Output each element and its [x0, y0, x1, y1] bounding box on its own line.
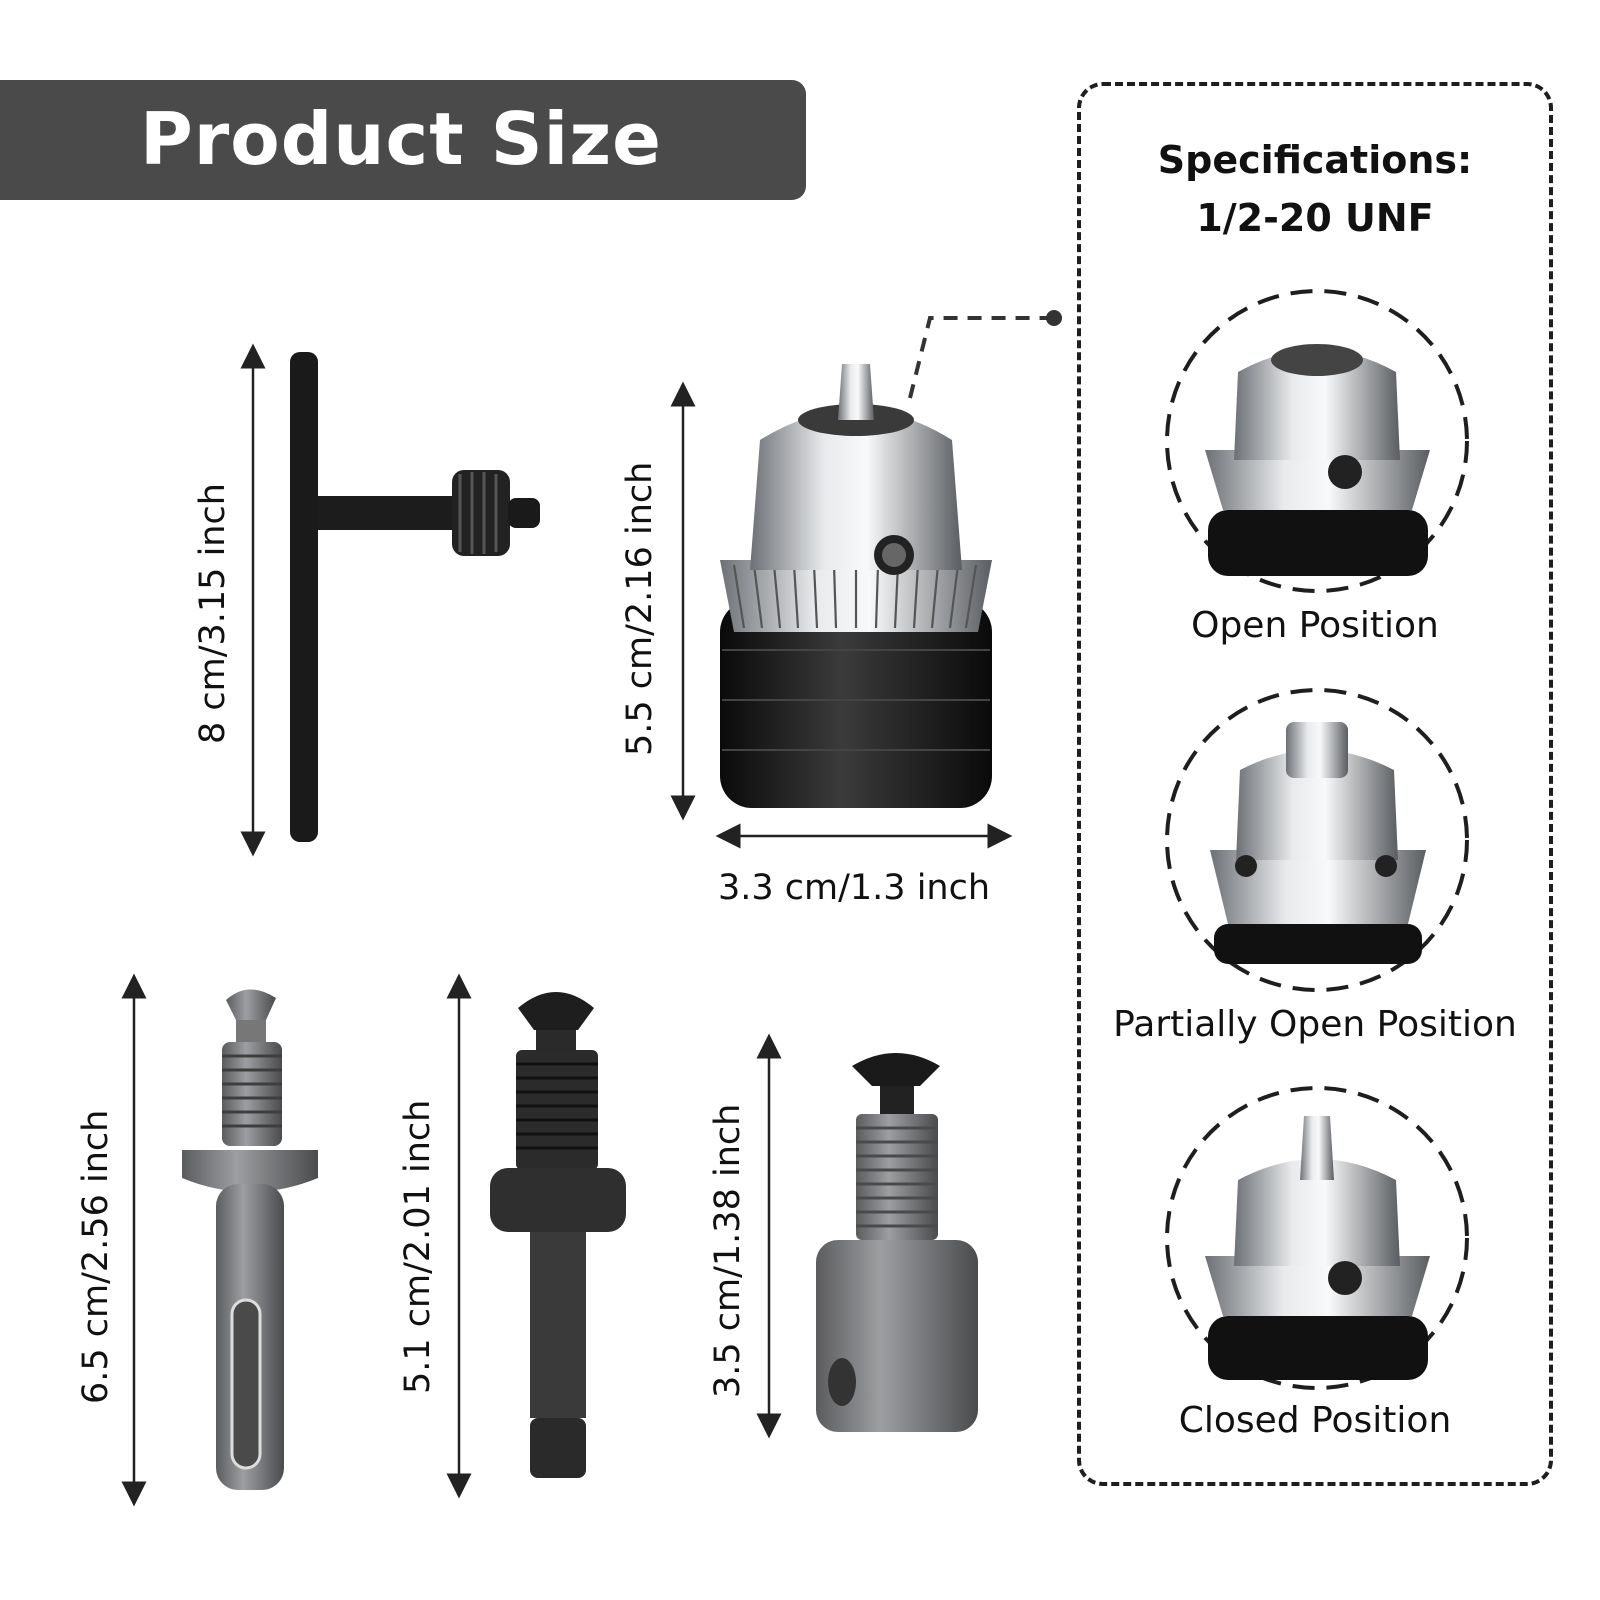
- partially-open-position-image: [1165, 688, 1469, 992]
- callout-connector: [908, 316, 1054, 399]
- open-position-image: [1165, 289, 1469, 593]
- socket-adapter-image: [816, 1053, 978, 1432]
- callout-dot: [1046, 310, 1062, 326]
- sds-adapter-height-label: 6.5 cm/2.56 inch: [76, 1109, 116, 1404]
- closed-position-label: Closed Position: [1178, 1400, 1452, 1441]
- specifications-heading: Specifications:: [1157, 138, 1473, 182]
- chuck-height-label: 5.5 cm/2.16 inch: [620, 461, 660, 756]
- page-title: Product Size: [140, 97, 662, 181]
- socket-adapter-height-label: 3.5 cm/1.38 inch: [708, 1103, 748, 1398]
- specifications-value: 1/2-20 UNF: [1196, 196, 1434, 240]
- specifications-panel: [1077, 82, 1553, 1486]
- chuck-key-image: [290, 352, 540, 842]
- chuck-width-label: 3.3 cm/1.3 inch: [718, 868, 991, 908]
- chuck-key-height-label: 8 cm/3.15 inch: [193, 483, 233, 744]
- partially-open-position-label: Partially Open Position: [1113, 1004, 1517, 1045]
- closed-position-image: [1165, 1086, 1469, 1390]
- open-position-label: Open Position: [1191, 605, 1439, 646]
- hex-adapter-image: [490, 992, 626, 1478]
- drill-chuck-image: [720, 364, 992, 808]
- title-banner: [0, 80, 806, 200]
- hex-adapter-height-label: 5.1 cm/2.01 inch: [398, 1099, 438, 1394]
- sds-adapter-image: [182, 989, 318, 1490]
